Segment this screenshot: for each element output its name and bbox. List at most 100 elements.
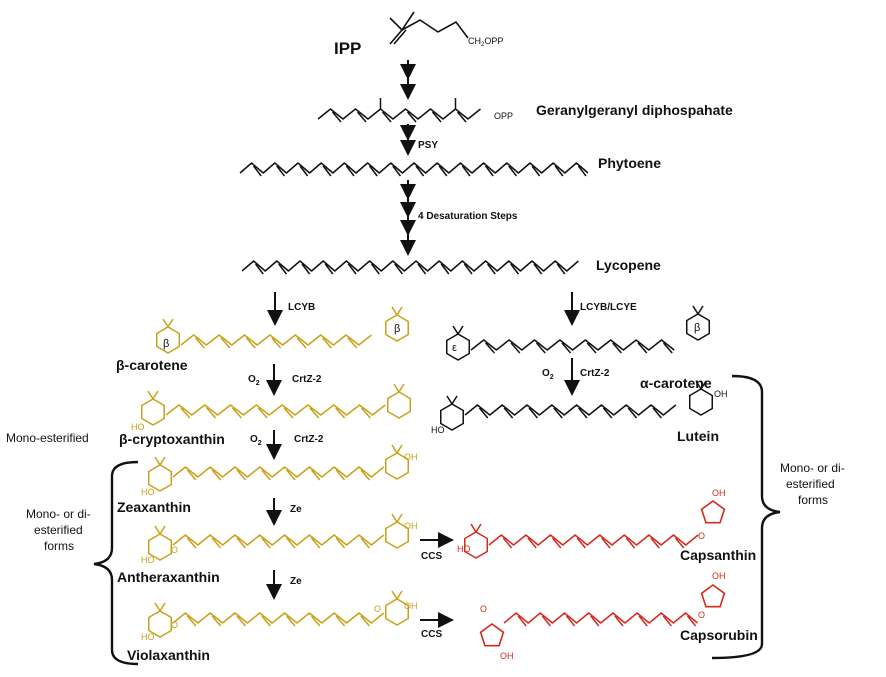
alpha-carotene-chain (470, 339, 675, 354)
lycopene-chain (241, 260, 579, 275)
label-violaxanthin: Violaxanthin (127, 647, 210, 663)
beta-carotene-ring-left (155, 318, 181, 354)
alpha-carotene-ring-left (445, 325, 471, 361)
oxygen-labels: O2 O2 O2 (248, 368, 554, 447)
atom-oh-viola: OH (404, 601, 418, 611)
alpha-carotene-ring-right (685, 305, 711, 341)
enzyme-ccs-2: CCS (421, 629, 442, 640)
zeaxanthin-ring-left (147, 456, 173, 492)
atom-oh-lutein: OH (714, 389, 728, 399)
enzyme-crtz-3: CrtZ-2 (580, 368, 610, 379)
o2-label-2: O2 (250, 434, 262, 447)
label-ggpp: Geranylgeranyl diphospahate (536, 102, 733, 118)
label-beta-carotene: β-carotene (116, 357, 188, 373)
antheraxanthin-ring-left (147, 525, 173, 561)
atom-oh-anther: OH (404, 521, 418, 531)
atom-ho-crypto: HO (131, 422, 145, 432)
label-mono-di-right-2: esterified (786, 477, 835, 491)
atom-ho-anther: HO (141, 555, 155, 565)
zeaxanthin-chain (172, 466, 385, 481)
label-lutein: Lutein (677, 428, 719, 444)
o2-label-3: O2 (542, 368, 554, 381)
label-mono-di-right-3: forms (798, 493, 828, 507)
ring-beta-left: β (163, 338, 169, 350)
atom-o-anther: O (171, 545, 178, 555)
antheraxanthin-ring-right (384, 513, 410, 549)
beta-cryptoxanthin-chain (165, 404, 386, 419)
atom-ho-zeax: HO (141, 487, 155, 497)
lutein-chain (464, 404, 677, 419)
enzyme-ze-1: Ze (290, 504, 302, 515)
label-zeaxanthin: Zeaxanthin (117, 499, 191, 515)
capsorubin-ring-right (700, 584, 726, 608)
label-ipp: IPP (334, 39, 361, 58)
beta-cryptoxanthin-ring-left (140, 390, 166, 426)
beta-carotene-ring-right (384, 306, 410, 342)
atom-labels: CH2OPP OPP β β ε β OH HO HO OH HO OH HO … (131, 36, 728, 661)
atom-ho-viola: HO (141, 632, 155, 642)
atom-opp-ggpp: OPP (494, 111, 513, 121)
label-mono-di-left-2: esterified (34, 523, 83, 537)
label-beta-cryptoxanthin: β-cryptoxanthin (119, 431, 225, 447)
atom-oh-capsorubin-left: OH (500, 651, 514, 661)
label-phytoene: Phytoene (598, 155, 661, 171)
atom-o-viola-left: O (171, 620, 178, 630)
atom-oh-capsorubin-right: OH (712, 571, 726, 581)
label-antheraxanthin: Antheraxanthin (117, 569, 220, 585)
capsanthin-ring-left (463, 523, 489, 559)
group-labels: Mono-esterified Mono- or di- esterified … (6, 431, 845, 553)
capsanthin-chain (488, 534, 699, 549)
ring-beta-right: β (394, 323, 400, 335)
label-mono-di-left-3: forms (44, 539, 74, 553)
ring-epsilon: ε (452, 342, 457, 354)
atom-oh-capsanthin: OH (712, 488, 726, 498)
lutein-ring-left (439, 395, 465, 431)
atom-o-capsanthin: O (698, 531, 705, 541)
phytoene-chain (239, 162, 589, 177)
label-capsanthin: Capsanthin (680, 547, 756, 563)
enzyme-psy: PSY (418, 140, 438, 151)
atom-o-viola-right: O (374, 604, 381, 614)
label-mono-di-left-1: Mono- or di- (26, 507, 91, 521)
enzyme-labels: PSY 4 Desaturation Steps LCYB LCYB/LCYE … (288, 140, 637, 640)
bracket-left (93, 460, 139, 666)
atom-ch2opp: CH2OPP (468, 36, 503, 48)
compound-labels: IPP Geranylgeranyl diphospahate Phytoene… (116, 39, 758, 663)
capsorubin-chain (503, 612, 699, 627)
label-alpha-carotene: α-carotene (640, 375, 712, 391)
label-lycopene: Lycopene (596, 257, 661, 273)
zeaxanthin-ring-right (384, 444, 410, 480)
violaxanthin-ring-right (384, 590, 410, 626)
enzyme-crtz-2: CrtZ-2 (294, 434, 324, 445)
atom-oh-zeax: OH (404, 452, 418, 462)
enzyme-ccs-1: CCS (421, 551, 442, 562)
atom-o-capsorubin-right: O (698, 610, 705, 620)
label-mono-esterified: Mono-esterified (6, 431, 89, 445)
atom-ho-lutein: HO (431, 425, 445, 435)
beta-cryptoxanthin-ring-right (386, 383, 412, 419)
label-mono-di-right-1: Mono- or di- (780, 461, 845, 475)
lutein-ring-right (688, 380, 714, 416)
antheraxanthin-chain (172, 534, 385, 549)
bracket-right (711, 374, 781, 660)
enzyme-ze-2: Ze (290, 576, 302, 587)
molecular-structures (140, 98, 726, 647)
capsorubin-ring-left (479, 623, 505, 647)
atom-ho-capsanthin: HO (457, 544, 471, 554)
enzyme-lcyb: LCYB (288, 302, 315, 313)
o2-label-1: O2 (248, 374, 260, 387)
enzyme-desaturation: 4 Desaturation Steps (418, 211, 518, 222)
ggpp-chain (317, 98, 481, 123)
violaxanthin-chain (172, 612, 385, 627)
ring-beta-alpha: β (694, 322, 700, 334)
violaxanthin-ring-left (147, 602, 173, 638)
enzyme-crtz-1: CrtZ-2 (292, 374, 322, 385)
reaction-arrows (266, 60, 580, 628)
capsanthin-ring-right (700, 500, 726, 524)
atom-o-capsorubin-left: O (480, 604, 487, 614)
ipp-structure (389, 11, 469, 45)
beta-carotene-chain (180, 334, 372, 349)
label-capsorubin: Capsorubin (680, 627, 758, 643)
enzyme-lcyb-lcye: LCYB/LCYE (580, 302, 637, 313)
